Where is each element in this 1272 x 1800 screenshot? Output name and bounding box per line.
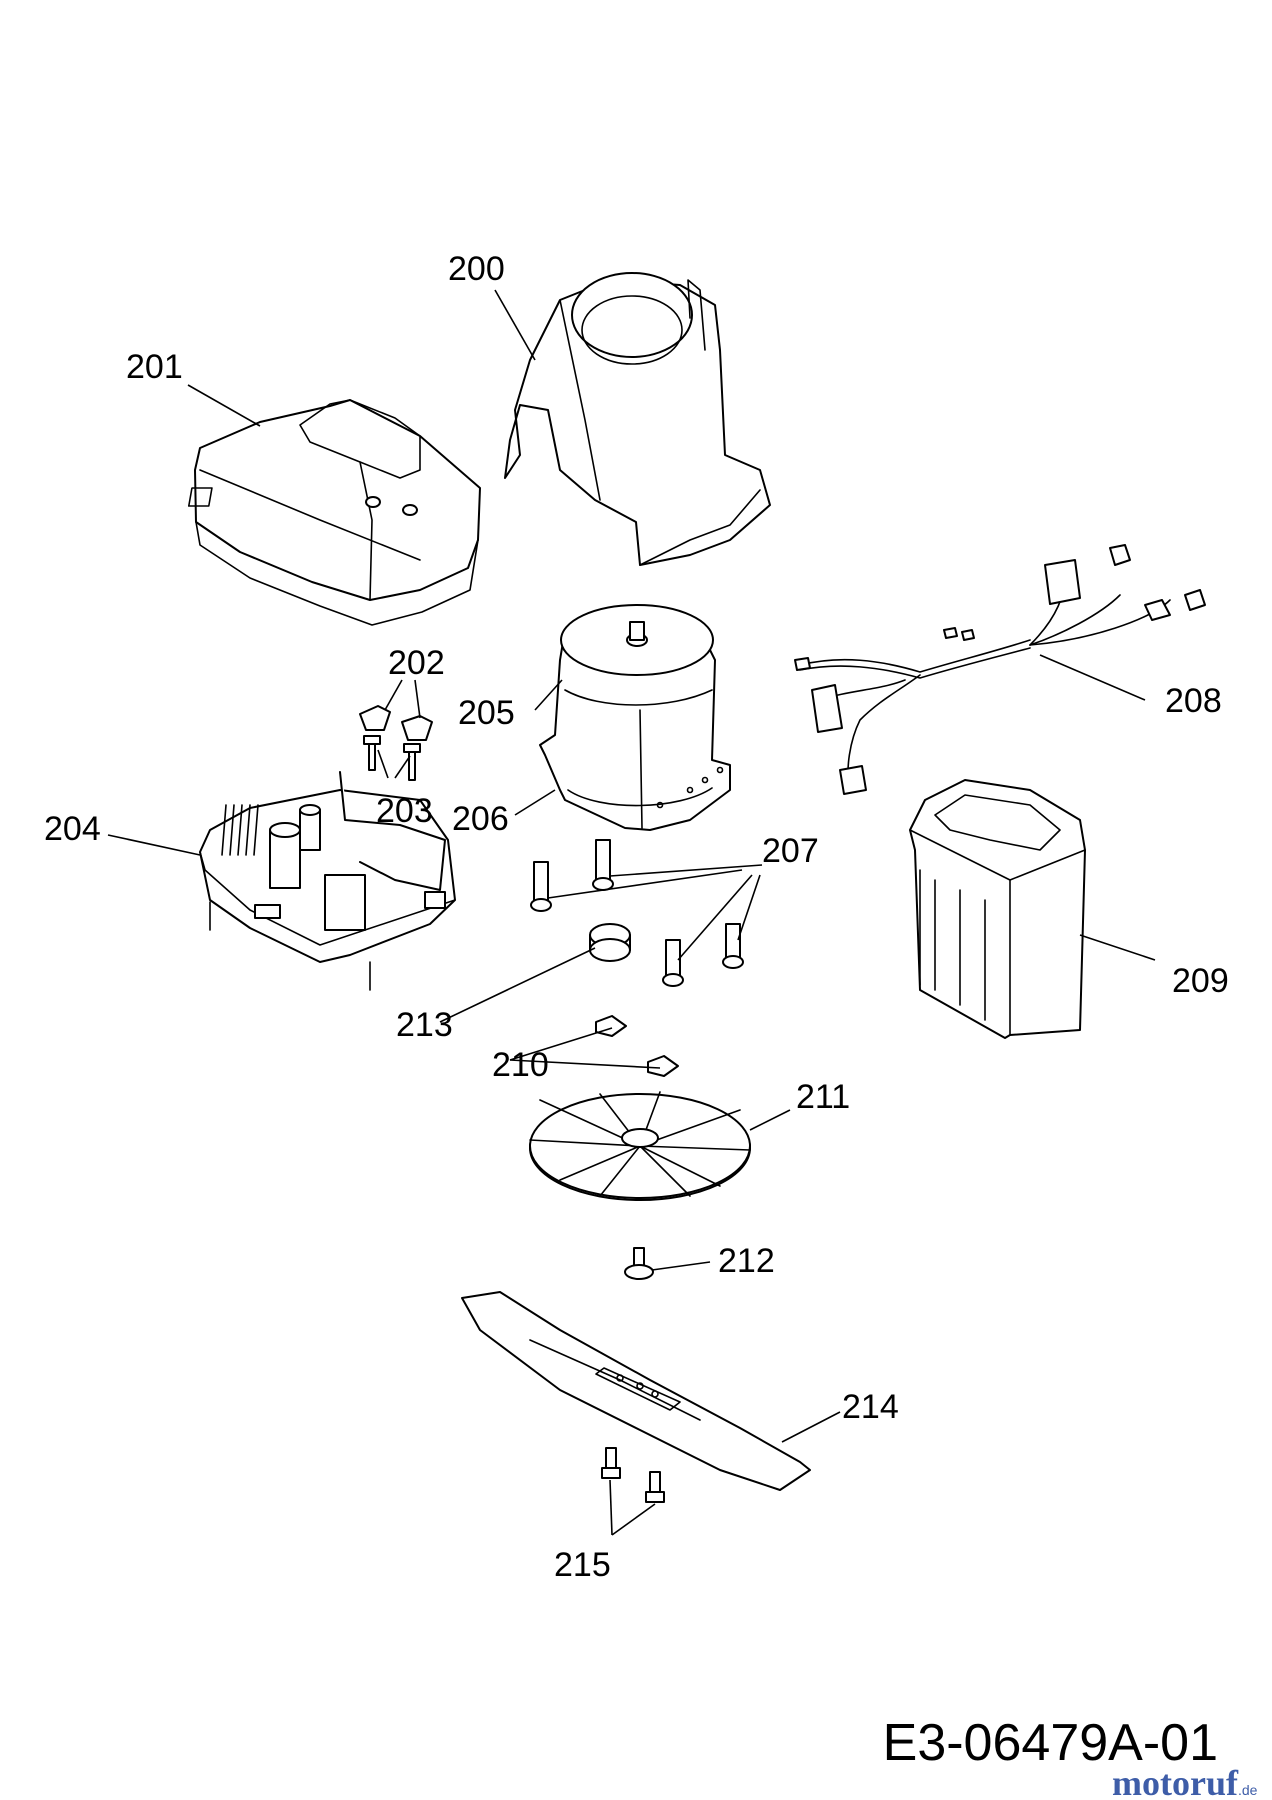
part-204-control-board-drawing bbox=[199, 771, 456, 991]
callout-205: 205 bbox=[458, 694, 515, 732]
part-212-bolt-drawing bbox=[624, 1247, 654, 1280]
drawing-code: E3-06479A-01 bbox=[883, 1714, 1218, 1772]
part-213-spacer-drawing bbox=[589, 923, 631, 962]
part-203-screws-drawing bbox=[363, 735, 421, 781]
callout-207: 207 bbox=[762, 832, 819, 870]
part-209-battery-drawing bbox=[909, 779, 1086, 1039]
part-211-fan-drawing bbox=[529, 1091, 751, 1201]
callout-212: 212 bbox=[718, 1242, 775, 1280]
part-205-206-motor-drawing bbox=[539, 604, 731, 831]
callout-213: 213 bbox=[396, 1006, 453, 1044]
part-207-screws-drawing bbox=[530, 839, 744, 987]
part-214-blade-drawing bbox=[461, 1291, 811, 1491]
callout-204: 204 bbox=[44, 810, 101, 848]
callout-210: 210 bbox=[492, 1046, 549, 1084]
watermark-main: motoruf bbox=[1112, 1763, 1239, 1800]
callout-203: 203 bbox=[376, 792, 433, 830]
part-208-wiring-harness-drawing bbox=[794, 544, 1206, 795]
callout-201: 201 bbox=[126, 348, 183, 386]
callout-206: 206 bbox=[452, 800, 509, 838]
leader-lines bbox=[107, 289, 1156, 1536]
callout-209: 209 bbox=[1172, 962, 1229, 1000]
callout-labels: 200 201 202 203 204 205 206 207 208 209 … bbox=[44, 250, 1229, 1584]
svg-text:motoruf.de: motoruf.de bbox=[1112, 1763, 1258, 1800]
part-200-motor-housing-drawing bbox=[504, 272, 771, 566]
part-201-cover-drawing bbox=[187, 399, 481, 626]
callout-211: 211 bbox=[796, 1078, 850, 1116]
callout-215: 215 bbox=[554, 1546, 611, 1584]
watermark-suffix: .de bbox=[1238, 1782, 1258, 1798]
callout-214: 214 bbox=[842, 1388, 899, 1426]
callout-202: 202 bbox=[388, 644, 445, 682]
part-215-bolts-drawing bbox=[601, 1447, 665, 1503]
watermark-logo: motoruf.de bbox=[1112, 1763, 1258, 1800]
callout-208: 208 bbox=[1165, 682, 1222, 720]
callout-200: 200 bbox=[448, 250, 505, 288]
part-202-clips-drawing bbox=[359, 705, 433, 741]
